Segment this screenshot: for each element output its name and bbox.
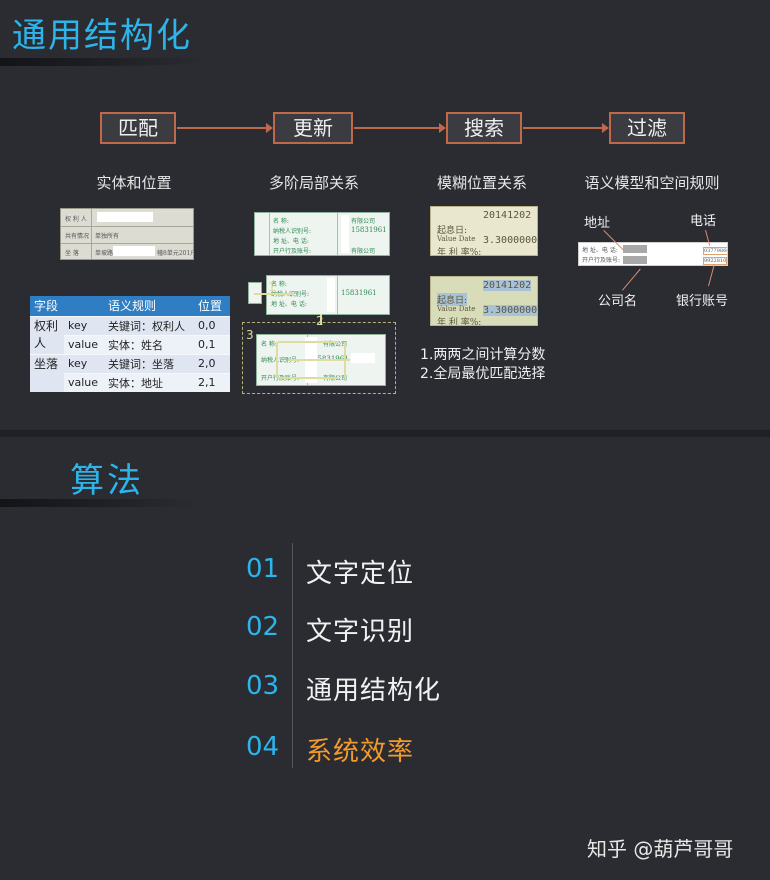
table-header: 字段 bbox=[30, 296, 64, 316]
table-header bbox=[64, 296, 104, 316]
diagram-level3-frame bbox=[242, 322, 396, 394]
scan-interest-doc-matched: 20141202 起息日: Value Date 3.3000000 年 利 率… bbox=[430, 276, 538, 326]
matched-company-box bbox=[623, 256, 647, 264]
redacted-block bbox=[341, 215, 349, 253]
table-row: 权利人 key 关键词：权利人 0,0 bbox=[30, 315, 230, 354]
diagram-step-2: 2 bbox=[316, 314, 324, 328]
table-header: 位置 bbox=[194, 296, 230, 316]
table-header: 语义规则 bbox=[104, 296, 194, 316]
zhihu-watermark: 知乎 @葫芦哥哥 bbox=[587, 837, 734, 861]
agenda-item-text-recognition: 文字识别 bbox=[306, 617, 415, 647]
scan-invoice-level1: 名 称: 纳税人识别号: 地 址、电 话: 15831961 bbox=[266, 275, 390, 315]
agenda-divider bbox=[292, 543, 293, 768]
diagram-arrow bbox=[278, 377, 338, 379]
pointer-arrow bbox=[708, 264, 715, 287]
agenda-number: 03 bbox=[246, 671, 280, 701]
slide-algorithm-agenda: 算法 01 文字定位 02 文字识别 03 通用结构化 04 系统效率 知乎 @… bbox=[0, 437, 770, 880]
scan-company-doc: 地 址、电 话: 开户行及账号: 0377986006 9922810 bbox=[578, 242, 728, 266]
redacted-block bbox=[351, 353, 375, 363]
flow-step-search: 搜索 bbox=[446, 112, 522, 144]
pointer-arrow bbox=[622, 268, 641, 291]
diagram-arrow bbox=[276, 342, 278, 378]
diagram-arrow bbox=[278, 341, 338, 343]
flow-arrow-3 bbox=[523, 123, 609, 133]
flow-step-filter: 过滤 bbox=[609, 112, 685, 144]
diagram-arrow bbox=[344, 342, 346, 378]
redacted-block bbox=[327, 278, 335, 312]
table-row: value 实体：姓名 0,1 bbox=[30, 334, 230, 354]
diagram-step-1: 1 bbox=[268, 280, 276, 294]
agenda-number: 02 bbox=[246, 612, 280, 642]
semantic-rule-table: 字段 语义规则 位置 权利人 key 关键词：权利人 0,0 value 实体：… bbox=[30, 296, 230, 392]
agenda-number: 01 bbox=[246, 554, 280, 584]
agenda-item-structuring: 通用结构化 bbox=[306, 676, 442, 706]
redacted-block bbox=[97, 212, 153, 222]
flow-arrow-2 bbox=[354, 123, 446, 133]
slide-title: 通用结构化 bbox=[12, 16, 192, 56]
scan-ownership-doc: 权 利 人 共有情况 单独所有 坐 落 单坡路 幢8单元201户 bbox=[60, 208, 194, 260]
label-company: 公司名 bbox=[598, 294, 638, 309]
caption-entity-position: 实体和位置 bbox=[96, 174, 172, 192]
caption-fuzzy-position: 模糊位置关系 bbox=[436, 174, 527, 192]
title-shadow bbox=[0, 58, 210, 66]
diagram-arrow bbox=[254, 293, 294, 295]
title-shadow bbox=[0, 499, 200, 507]
label-address: 地址 bbox=[584, 216, 611, 231]
flow-step-match: 匹配 bbox=[100, 112, 176, 144]
fuzzy-note-2: 2.全局最优匹配选择 bbox=[420, 366, 546, 382]
diagram-arrow bbox=[320, 314, 322, 324]
diagram-step-3: 3 bbox=[246, 328, 254, 342]
diagram-arrow bbox=[290, 359, 350, 361]
redacted-block bbox=[113, 246, 155, 256]
agenda-number: 04 bbox=[246, 732, 280, 762]
slide-structuring: 通用结构化 匹配 更新 搜索 过滤 实体和位置 多阶局部关系 模糊位置关系 语义… bbox=[0, 0, 770, 430]
agenda-item-text-location: 文字定位 bbox=[306, 559, 415, 589]
flow-arrow-1 bbox=[177, 123, 273, 133]
table-row: 坐落 key 关键词：坐落 2,0 bbox=[30, 353, 230, 392]
table-row: value 实体：地址 2,1 bbox=[30, 372, 230, 392]
caption-semantic-spatial: 语义模型和空间规则 bbox=[584, 174, 720, 192]
fuzzy-note-1: 1.两两之间计算分数 bbox=[420, 347, 546, 363]
scan-invoice-doc: 名 称: 纳税人识别号: 地 址、电 话: 开户行及账号: 有限公司 15831… bbox=[254, 212, 390, 256]
slide-title: 算法 bbox=[70, 461, 144, 501]
agenda-item-system-efficiency: 系统效率 bbox=[306, 737, 415, 767]
scan-interest-doc: 20141202 起息日: Value Date 3.3000000 年 利 率… bbox=[430, 206, 538, 256]
caption-multi-level: 多阶局部关系 bbox=[268, 174, 359, 192]
flow-step-update: 更新 bbox=[273, 112, 353, 144]
matched-address-box bbox=[623, 245, 647, 253]
label-phone: 电话 bbox=[690, 214, 717, 229]
label-bank-account: 银行账号 bbox=[676, 294, 729, 309]
